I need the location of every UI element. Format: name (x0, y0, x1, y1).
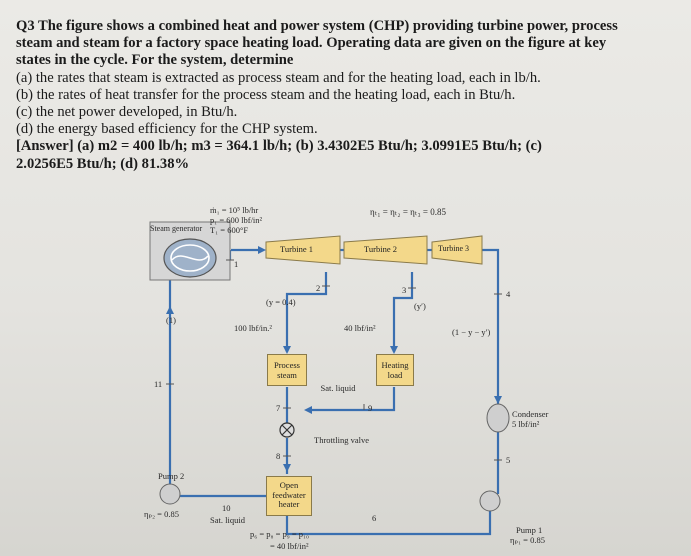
part-b: (b) the rates of heat transfer for the p… (16, 86, 516, 103)
throttling-valve-shape (279, 422, 295, 438)
pump-shapes (159, 483, 501, 512)
pressure-equality-value: = 40 lbf/in² (270, 541, 309, 551)
pump2-label: Pump 2 (158, 471, 185, 481)
state-2: 2 (316, 283, 321, 293)
throttling-valve-label: Throttling valve (314, 435, 370, 445)
one-minus-y: (1 − y − y′) (452, 327, 491, 337)
state-paren-1: (1) (166, 315, 176, 325)
turbine-shapes (265, 235, 483, 265)
schematic-lines (149, 221, 510, 536)
sat-liquid-9: Sat. liquid (320, 383, 356, 393)
process-steam-box: Process steam (267, 354, 307, 386)
turbine3-label: Turbine 3 (438, 244, 470, 253)
condenser-pressure: 5 lbf/in² (512, 419, 540, 429)
condenser-label: Condenser (512, 409, 549, 419)
open-feedwater-heater-box: Open feedwater heater (266, 476, 312, 516)
y-prime: (y′) (414, 301, 426, 311)
state1-pressure: p₁ = 600 lbf/in² (210, 215, 263, 225)
answer-line-1: [Answer] (a) m2 = 400 lb/h; m3 = 364.1 l… (16, 138, 542, 155)
pressure-100: 100 lbf/in.² (234, 323, 272, 333)
answer-line-2: 2.0256E5 Btu/h; (d) 81.38% (16, 155, 190, 172)
pressure-40: 40 lbf/in² (344, 323, 376, 333)
state-4: 4 (506, 289, 511, 299)
condenser-shape (486, 403, 510, 433)
steam-generator-label: Steam generator (150, 224, 203, 233)
state1-temperature: T₁ = 600°F (210, 225, 249, 235)
heating-load-box: Heating load (376, 354, 414, 386)
state-ticks (166, 259, 502, 461)
turbine1-label: Turbine 1 (280, 244, 313, 254)
state-7: 7 (276, 403, 281, 413)
state-9: 9 (368, 403, 373, 413)
pump1-label: Pump 1 (516, 525, 543, 535)
state-1: 1 (234, 259, 239, 269)
question-line-2: steam and steam for a factory space heat… (16, 35, 607, 52)
part-c: (c) the net power developed, in Btu/h. (16, 104, 238, 121)
part-a: (a) the rates that steam is extracted as… (16, 69, 541, 86)
question-line-1: Q3 The figure shows a combined heat and … (16, 18, 618, 34)
state-6: 6 (372, 513, 377, 523)
state-5: 5 (506, 455, 511, 465)
pump2-efficiency: ηₚ₂ = 0.85 (144, 509, 179, 519)
pump1-efficiency: ηₚ₁ = 0.85 (510, 535, 545, 545)
state-11: 11 (154, 379, 163, 389)
flow-arrows (166, 246, 502, 472)
turbine-efficiency: ηₜ₁ = ηₜ₂ = ηₜ₃ = 0.85 (370, 207, 446, 217)
pressure-equality: p₆ = p₈ = p₉ = p₁₀ (250, 529, 309, 539)
state-3: 3 (402, 285, 407, 295)
problem-statement: Q3 The figure shows a combined heat and … (16, 18, 684, 173)
state-10: 10 (222, 503, 231, 513)
turbine2-label: Turbine 2 (364, 244, 397, 254)
question-line-3: states in the cycle. For the system, det… (16, 52, 294, 69)
steam-generator-shape (149, 221, 231, 281)
state-8: 8 (276, 451, 281, 461)
part-d: (d) the energy based efficiency for the … (16, 121, 318, 138)
y-fraction: (y = 0.4) (266, 297, 296, 307)
state1-mdot: ṁ₁ = 10⁵ lb/hr (210, 205, 259, 215)
chp-schematic: ṁ₁ = 10⁵ lb/hr p₁ = 600 lbf/in² T₁ = 600… (130, 198, 690, 556)
sat-liquid-10: Sat. liquid (210, 515, 245, 525)
